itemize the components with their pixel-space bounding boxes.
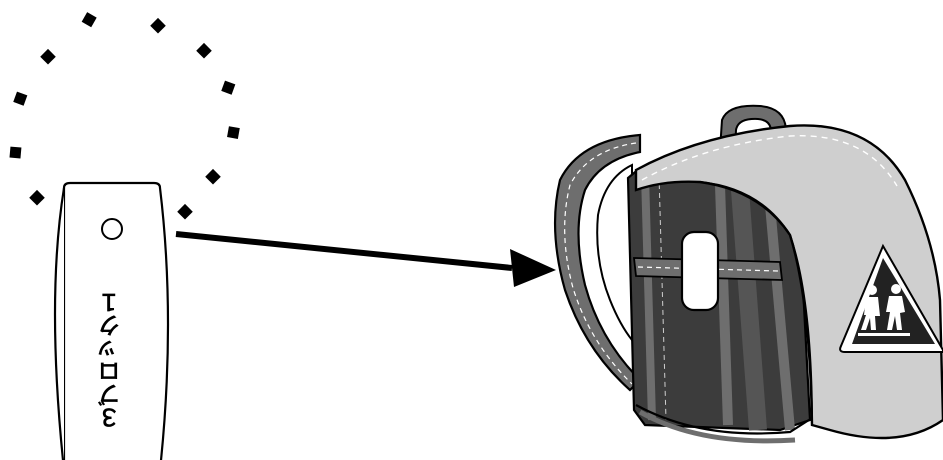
arrow [175, 231, 556, 287]
reflector-tag: ３ブロック１ [53, 181, 170, 460]
tag-outline [62, 181, 170, 460]
randoseru-backpack [553, 104, 943, 444]
shoulder-strap [553, 133, 642, 392]
school-crossing-sign [839, 243, 943, 353]
tag-hole [101, 218, 123, 240]
tag-label: ３ブロック１ [99, 291, 126, 429]
name-plate [680, 230, 720, 312]
arrow-head [510, 249, 556, 287]
children-crossing-icon [858, 284, 910, 336]
